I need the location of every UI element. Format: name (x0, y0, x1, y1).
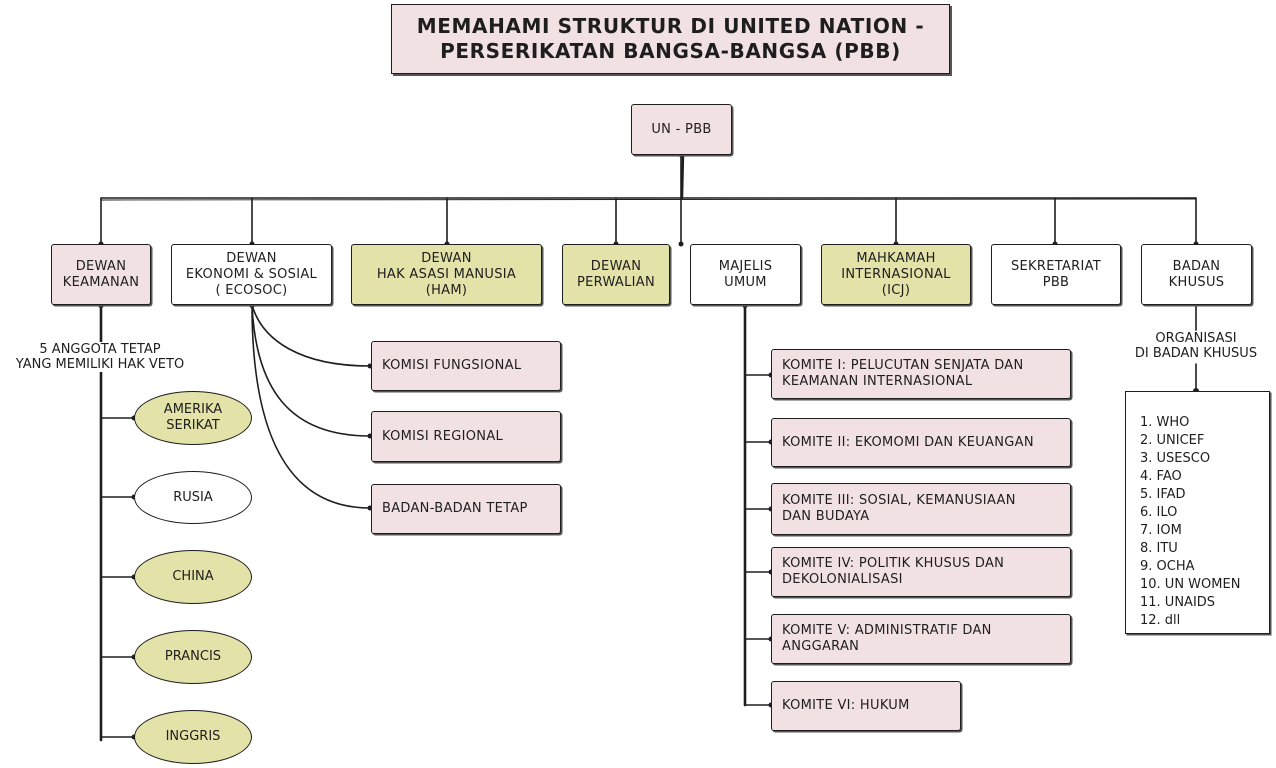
khusus-orgs-label: ORGANISASI DI BADAN KHUSUS (1134, 331, 1258, 361)
komite-4: KOMITE IV: POLITIK KHUSUS DAN DEKOLONIAL… (771, 547, 1071, 597)
veto-member-5: INGGRIS (134, 710, 252, 764)
node-icj: MAHKAMAH INTERNASIONAL (ICJ) (821, 244, 971, 305)
komite-3: KOMITE III: SOSIAL, KEMANUSIAAN DAN BUDA… (771, 483, 1071, 535)
veto-member-3: CHINA (134, 550, 252, 604)
node-dewan-keamanan: DEWAN KEAMANAN (51, 244, 151, 305)
veto-member-4: PRANCIS (134, 630, 252, 684)
khusus-org-item: 10. UN WOMEN (1140, 577, 1241, 592)
ecosoc-child-1: KOMISI FUNGSIONAL (371, 341, 561, 391)
komite-2: KOMITE II: EKOMOMI DAN KEUANGAN (771, 418, 1071, 467)
node-majelis-umum: MAJELIS UMUM (690, 244, 801, 305)
khusus-org-item: 12. dll (1140, 613, 1181, 628)
title-line-1: MEMAHAMI STRUKTUR DI UNITED NATION - (416, 14, 925, 38)
ecosoc-curve-1 (251, 304, 371, 367)
khusus-org-item: 6. ILO (1140, 505, 1178, 520)
veto-member-2: RUSIA (134, 471, 252, 524)
node-badan-khusus: BADAN KHUSUS (1141, 244, 1252, 305)
komite-6: KOMITE VI: HUKUM (771, 681, 961, 731)
ecosoc-child-3: BADAN-BADAN TETAP (371, 484, 561, 534)
diagram-title: MEMAHAMI STRUKTUR DI UNITED NATION - PER… (391, 4, 950, 74)
ecosoc-child-2: KOMISI REGIONAL (371, 411, 561, 462)
main-bus-line-b (100, 198, 1197, 201)
node-ecosoc: DEWAN EKONOMI & SOSIAL ( ECOSOC) (171, 244, 332, 305)
khusus-org-list: 1. WHO 2. UNICEF 3. USESCO 4. FAO 5. IFA… (1125, 391, 1270, 634)
khusus-org-item: 2. UNICEF (1140, 433, 1205, 448)
node-perwalian: DEWAN PERWALIAN (562, 244, 670, 305)
veto-member-1: AMERIKA SERIKAT (134, 391, 252, 445)
komite-5: KOMITE V: ADMINISTRATIF DAN ANGGARAN (771, 614, 1071, 664)
khusus-org-item: 11. UNAIDS (1140, 595, 1216, 610)
khusus-org-item: 7. IOM (1140, 523, 1182, 538)
khusus-org-item: 8. ITU (1140, 541, 1178, 556)
node-ham: DEWAN HAK ASASI MANUSIA (HAM) (351, 244, 542, 305)
komite-1: KOMITE I: PELUCUTAN SENJATA DAN KEAMANAN… (771, 349, 1071, 399)
khusus-org-item: 1. WHO (1140, 415, 1190, 430)
ecosoc-curve-3 (251, 304, 371, 509)
root-node: UN - PBB (631, 104, 732, 155)
khusus-org-item: 4. FAO (1140, 469, 1182, 484)
dk-members-label: 5 ANGGOTA TETAP YANG MEMILIKI HAK VETO (0, 342, 200, 372)
node-sekretariat: SEKRETARIAT PBB (991, 244, 1121, 305)
title-line-2: PERSERIKATAN BANGSA-BANGSA (PBB) (440, 39, 901, 63)
root-trunk-line-b (680, 153, 685, 200)
khusus-org-item: 9. OCHA (1140, 559, 1195, 574)
khusus-org-item: 5. IFAD (1140, 487, 1186, 502)
khusus-org-item: 3. USESCO (1140, 451, 1211, 466)
ecosoc-curve-2 (251, 304, 371, 437)
